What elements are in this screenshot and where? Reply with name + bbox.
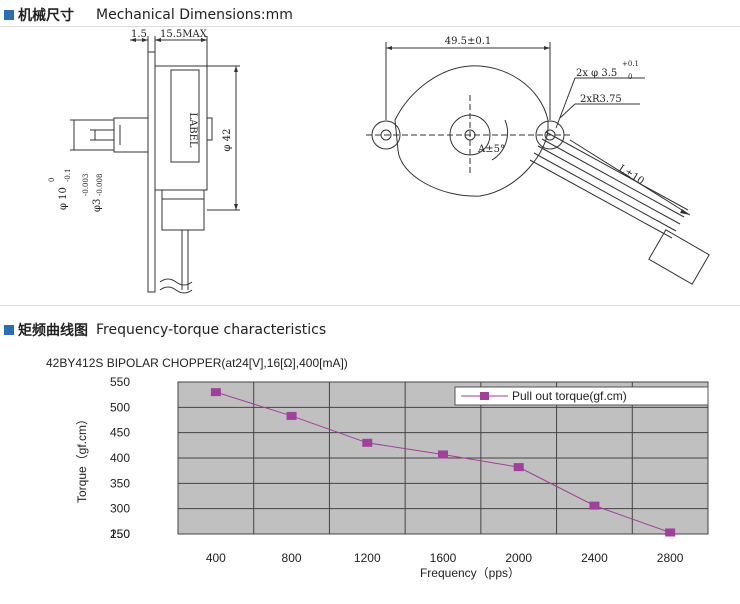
dim-dia10: φ 10 (58, 187, 69, 210)
mechanical-title-en: Mechanical Dimensions:mm (96, 7, 293, 23)
dim-radius: 2xR3.75 (580, 94, 622, 105)
dim-holes-tol-dn: 0 (628, 73, 632, 81)
y-axis-label: Torque（gf.cm） (75, 413, 89, 503)
x-tick-label: 1600 (430, 551, 457, 565)
y-tick-label: 450 (110, 426, 130, 440)
dim-width: 49.5±0.1 (445, 36, 492, 47)
header-divider (0, 26, 740, 27)
chart-title-en: Frequency-torque characteristics (96, 322, 327, 338)
chart-subtitle: 42BY412S BIPOLAR CHOPPER(at24[V],16[Ω],4… (46, 356, 348, 370)
y-tick-label: 150 (110, 527, 130, 541)
dim-dia3: φ3 (92, 199, 103, 212)
motor-body-front (394, 65, 549, 197)
y-tick-label: 350 (110, 476, 130, 490)
dim-shaft-ext: 1.5 (131, 29, 147, 40)
y-tick-label: 300 (110, 502, 130, 516)
dim-body-max: 15.5MAX (160, 29, 208, 40)
label-text: LABEL (187, 112, 198, 148)
dim-angle: A±5° (477, 144, 505, 155)
y-tick-label: 550 (110, 375, 130, 389)
dim-dia42: φ 42 (222, 129, 233, 152)
x-axis-label: Frequency（pps） (420, 566, 520, 580)
x-tick-label: 2800 (657, 551, 684, 565)
mounting-flange (147, 51, 156, 293)
mechanical-title-cn: 机械尺寸 (18, 8, 74, 24)
y-tick-label: 250 (110, 527, 130, 541)
legend-label: Pull out torque(gf.cm) (512, 389, 627, 403)
dim-dia3-tol-dn: -0.008 (96, 174, 104, 196)
x-tick-label: 1200 (354, 551, 381, 565)
dim-holes: 2x φ 3.5 (576, 68, 617, 79)
data-point (513, 463, 524, 472)
x-tick-label: 2000 (505, 551, 532, 565)
mechanical-drawing: 1.5 15.5MAX LABEL φ 42 φ 10 0 -0.1 φ3 -0… (48, 29, 710, 294)
y-tick-label: 400 (110, 451, 130, 465)
section-square-icon (4, 10, 14, 20)
dim-holes-tol-up: +0.1 (622, 60, 639, 68)
x-tick-label: 400 (206, 551, 226, 565)
legend: Pull out torque(gf.cm) (454, 386, 709, 406)
legend-box (454, 386, 709, 406)
series-pull-out-torque (210, 388, 676, 537)
dim-dia10-tol-up: 0 (48, 178, 56, 182)
dim-dia10-tol-dn: -0.1 (64, 169, 72, 183)
data-point (286, 411, 297, 420)
data-point (438, 450, 448, 459)
section-divider (0, 305, 740, 306)
data-point (589, 501, 600, 510)
y-tick-label: 500 (110, 400, 130, 414)
data-point (362, 438, 373, 447)
chart-title-cn: 矩频曲线图 (18, 323, 88, 339)
chart-header: 矩频曲线图 Frequency-torque characteristics (4, 320, 326, 340)
lead-cable (529, 131, 689, 239)
data-point (665, 528, 676, 537)
x-tick-label: 800 (282, 551, 302, 565)
rear-boss (206, 117, 213, 141)
legend-marker (480, 392, 489, 400)
label-area (170, 69, 200, 163)
data-point (210, 388, 221, 397)
connector-block (161, 189, 205, 231)
mechanical-header: 机械尺寸 Mechanical Dimensions:mm (4, 5, 293, 25)
x-axis-ticks: 400 800 1200 1600 2000 2400 2800 (206, 551, 684, 565)
lead-connector (648, 229, 710, 285)
dim-lead: L±10 (616, 163, 645, 187)
dim-dia3-tol-up: -0.003 (82, 174, 90, 196)
section-square-icon (4, 325, 14, 335)
shaft-boss (113, 117, 149, 153)
x-tick-label: 2400 (581, 551, 608, 565)
